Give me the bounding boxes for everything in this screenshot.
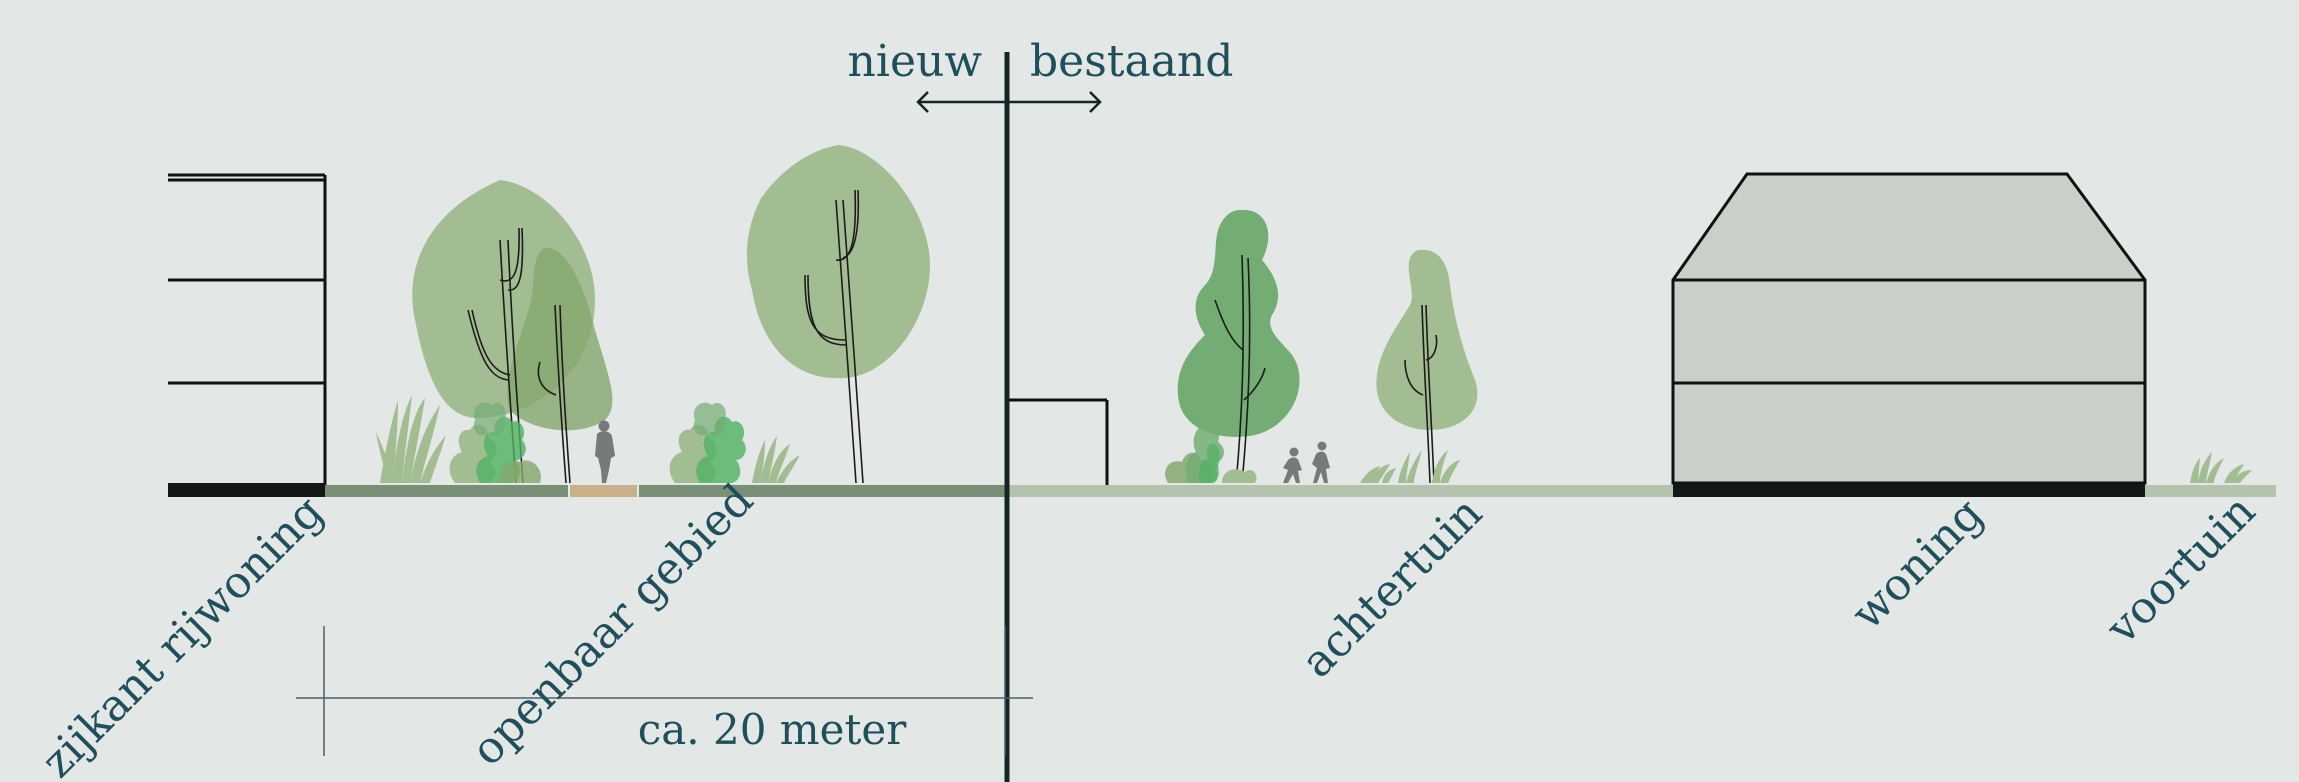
shrub-cluster-2 <box>669 402 746 483</box>
person-walking-icon <box>595 420 615 483</box>
existing-house <box>1671 172 2147 485</box>
shrub-cluster-1 <box>449 402 541 483</box>
grass-clump-2 <box>752 436 800 483</box>
zone-label-front-garden: voortuin <box>2096 485 2265 654</box>
tree-conical-right <box>1376 249 1478 484</box>
garden-shed <box>1005 398 1109 485</box>
new-existing-divider: nieuw bestaand <box>848 36 1233 782</box>
zone-label-side-house: zijkant rijwoning <box>32 486 334 782</box>
grass-clump-1 <box>376 395 446 483</box>
tree-conical-left <box>1177 209 1300 484</box>
ground-front-garden <box>2145 485 2276 497</box>
ground-public-area-left <box>325 485 568 497</box>
ground-house <box>1673 483 2145 497</box>
tree-large-left <box>412 180 613 484</box>
tree-large-middle <box>746 145 930 484</box>
grass-clump-4 <box>2190 452 2252 483</box>
children-playing-icon <box>1283 441 1330 483</box>
footpath <box>570 485 637 497</box>
zone-label-house: woning <box>1842 488 1993 639</box>
grass-clump-3 <box>1360 450 1460 483</box>
label-new: nieuw <box>848 36 983 87</box>
scale-label: ca. 20 meter <box>638 705 907 754</box>
scale-bar <box>296 626 1033 756</box>
arrow-left-icon <box>916 91 929 113</box>
ground-public-area-right <box>639 485 1007 497</box>
ground-back-garden <box>1007 485 1673 497</box>
ground-line <box>168 483 2276 497</box>
shrub-cluster-3 <box>1165 423 1257 483</box>
side-row-house <box>168 173 327 485</box>
arrow-right-icon <box>1089 91 1102 113</box>
ground-side-house <box>168 483 325 497</box>
label-existing: bestaand <box>1030 36 1233 87</box>
zone-label-back-garden: achtertuin <box>1292 487 1492 687</box>
